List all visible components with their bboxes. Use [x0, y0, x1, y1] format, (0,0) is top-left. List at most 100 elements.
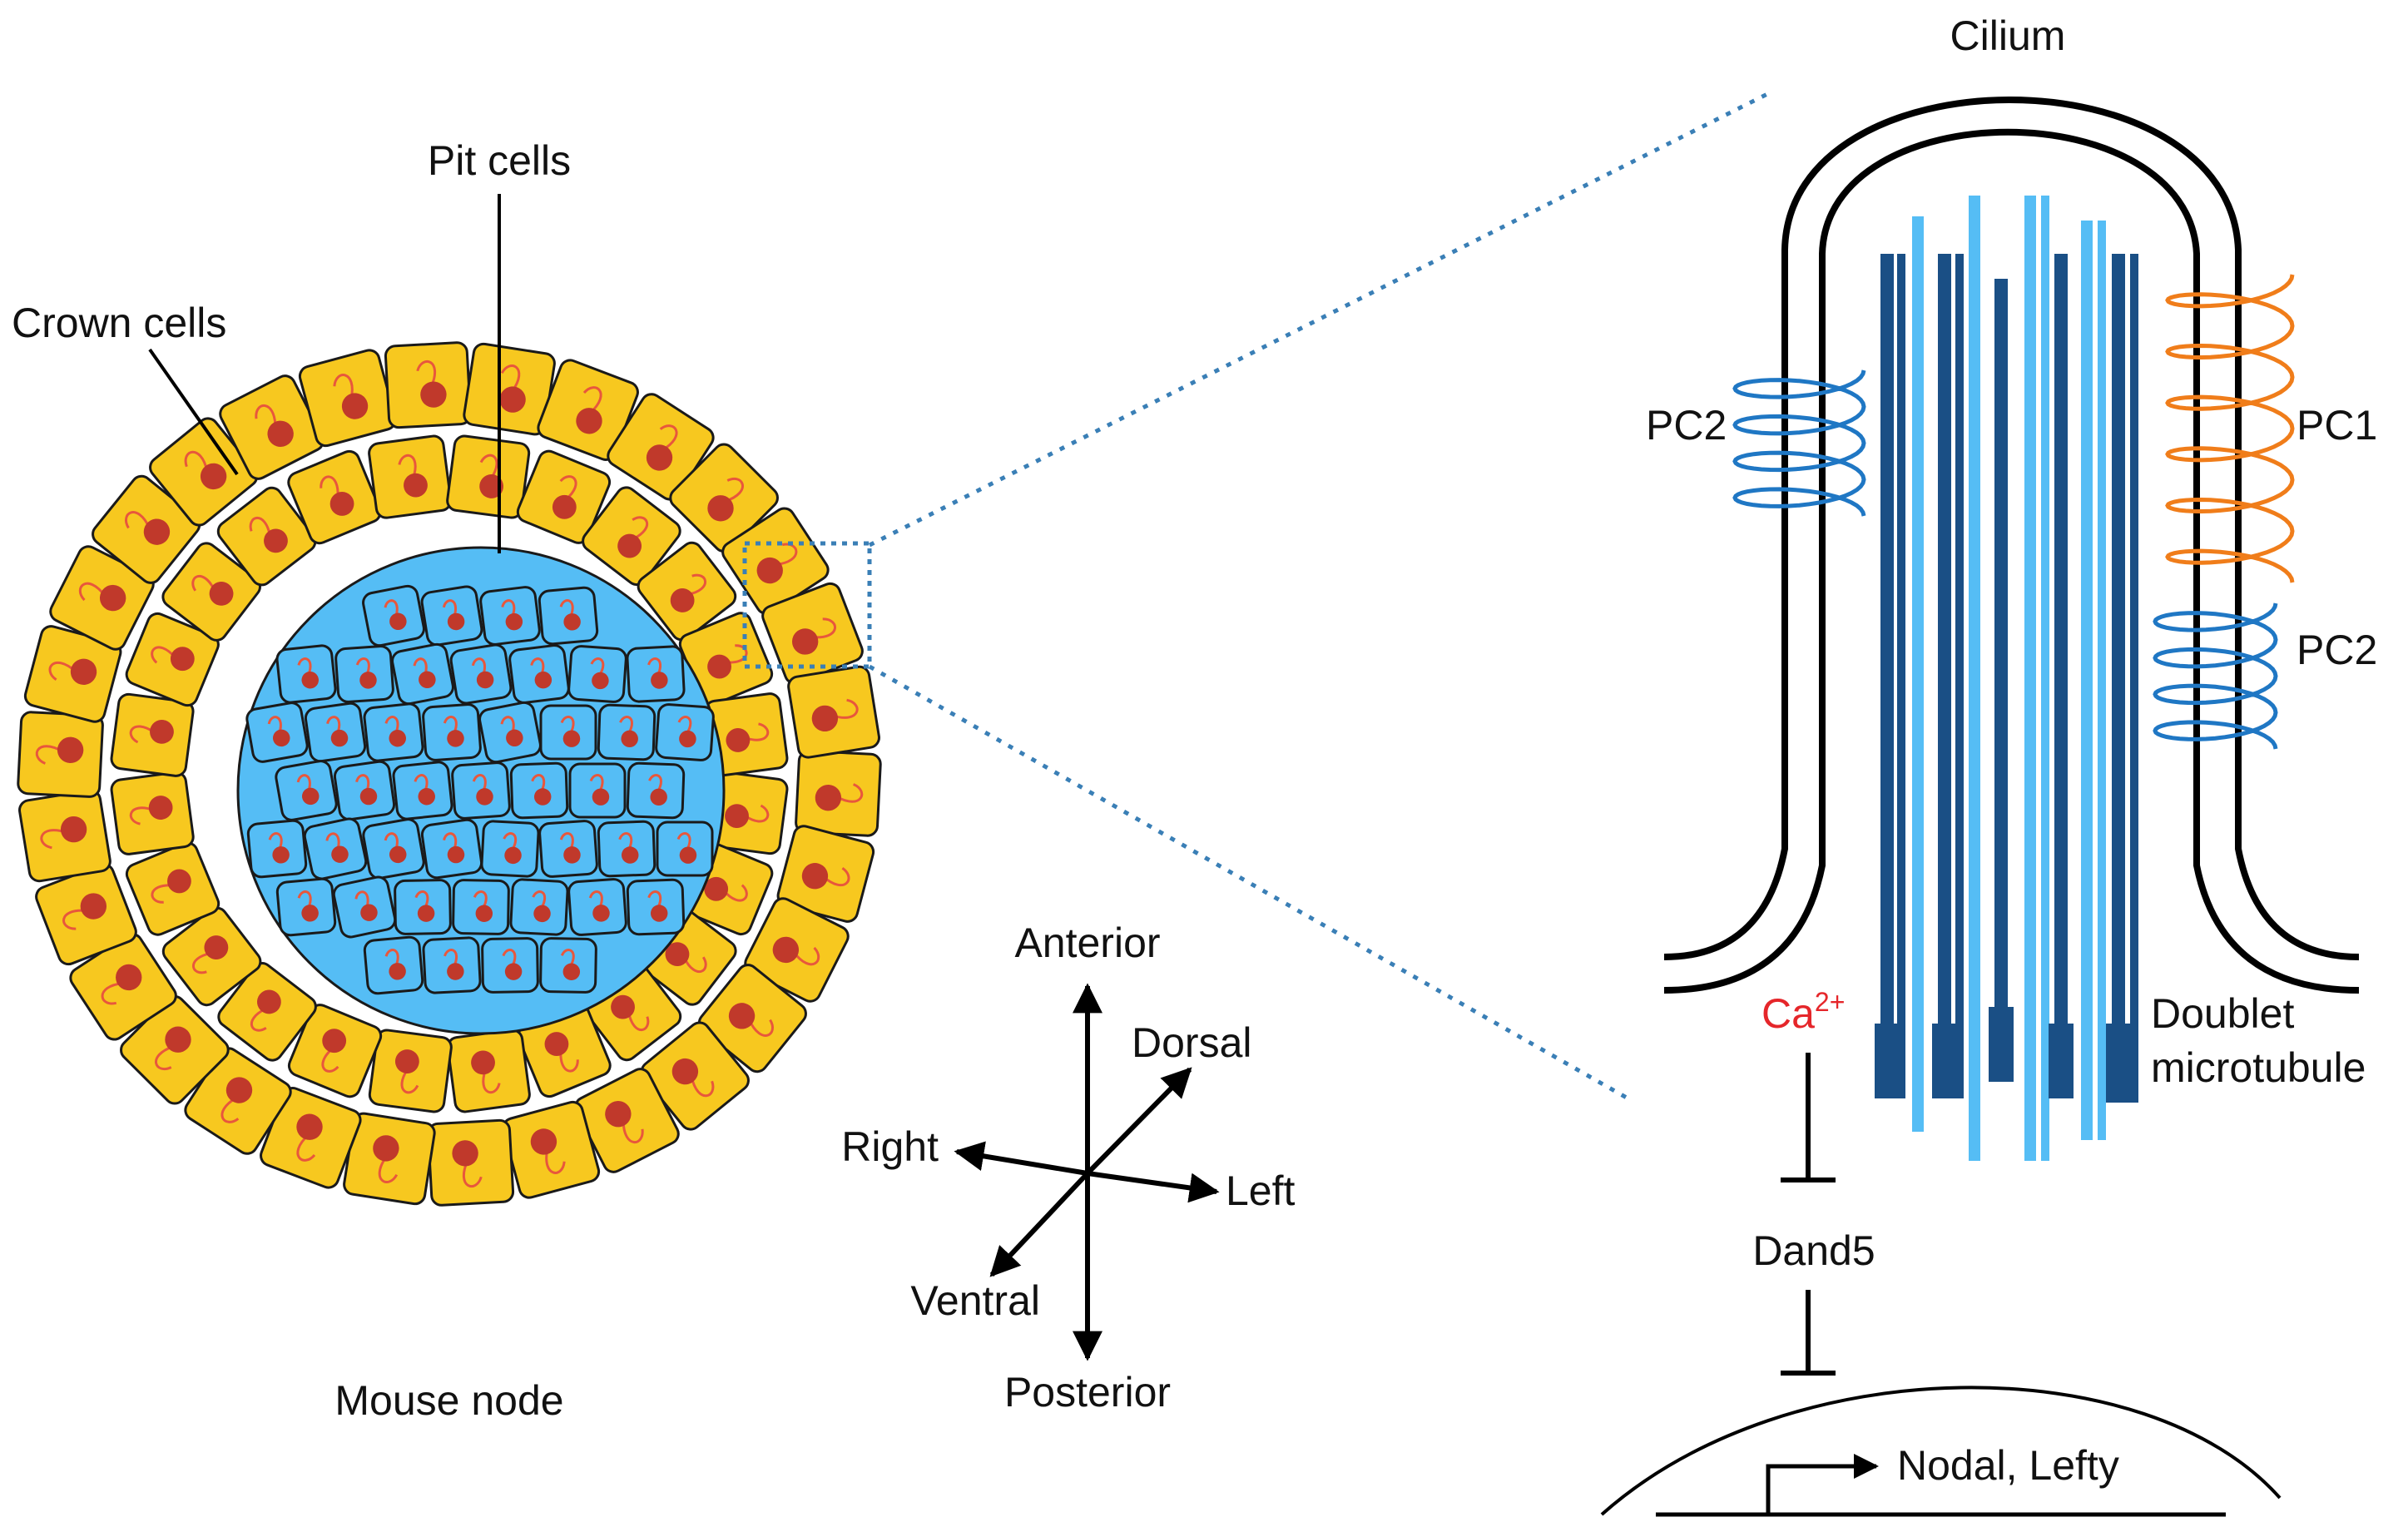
- pit-cell: [422, 936, 482, 994]
- right-arrow: [954, 1141, 1088, 1176]
- cell-cilium: [78, 582, 107, 602]
- cell-cilium: [413, 657, 428, 676]
- cell-cilium: [40, 829, 67, 850]
- crown-cell: [795, 750, 882, 837]
- cell-cilium: [151, 646, 176, 664]
- cell-nucleus: [726, 728, 751, 752]
- cell-nucleus: [296, 1113, 323, 1140]
- crown-cell: [216, 486, 317, 587]
- cell-cilium: [325, 832, 340, 850]
- pit-cell: [597, 703, 657, 761]
- cell-cilium: [155, 1045, 174, 1070]
- cell-cilium: [250, 1007, 267, 1032]
- cell-cilium: [220, 1097, 240, 1123]
- cell-cilium: [686, 573, 706, 597]
- crown-cell: [149, 417, 259, 527]
- cell-cilium: [355, 774, 370, 792]
- crown-cell: [776, 825, 875, 923]
- cell-nucleus: [447, 612, 465, 631]
- cell-cilium: [151, 884, 173, 904]
- pit-cell: [539, 704, 597, 761]
- cell-cilium: [589, 774, 604, 792]
- cell-nucleus: [417, 905, 435, 922]
- cell-cilium: [297, 890, 312, 909]
- pit-cell: [391, 642, 454, 706]
- pit-cell: [275, 760, 338, 821]
- crown-cell: [582, 486, 681, 586]
- cell-cilium: [443, 949, 458, 967]
- cell-nucleus: [562, 730, 581, 747]
- cell-cilium: [743, 804, 770, 823]
- pit-cell: [626, 878, 686, 936]
- pit-cell: [538, 586, 599, 646]
- cell-nucleus: [592, 788, 610, 806]
- cell-cilium: [321, 1047, 339, 1073]
- cell-cilium: [792, 946, 820, 966]
- cell-cilium: [745, 722, 770, 741]
- ventral-arrow: [989, 1171, 1090, 1277]
- cell-cilium: [129, 806, 154, 825]
- cell-cilium: [462, 1160, 483, 1188]
- cell-nucleus: [704, 876, 729, 901]
- cell-cilium: [832, 698, 859, 719]
- basal-body-block: [1989, 1007, 2014, 1082]
- cell-nucleus: [665, 942, 690, 967]
- crown-cell: [368, 1029, 453, 1113]
- cell-cilium: [560, 716, 575, 734]
- cell-nucleus: [679, 846, 697, 864]
- pit-cell: [538, 820, 598, 878]
- cell-nucleus: [475, 905, 493, 922]
- cell-nucleus: [200, 463, 227, 490]
- cell-nucleus: [552, 494, 577, 519]
- pit-cell: [394, 879, 452, 935]
- crown-cell: [384, 341, 472, 429]
- cell-nucleus: [359, 672, 377, 689]
- cell-cilium: [384, 832, 399, 850]
- cell-cilium: [416, 359, 437, 388]
- ciliary-membrane-inner: [1663, 128, 2360, 994]
- crown-cell: [721, 507, 830, 615]
- cell-cilium: [647, 890, 662, 909]
- cell-cilium: [559, 1050, 579, 1073]
- crown-cell: [446, 1029, 531, 1113]
- nodal-lefty-label: Nodal, Lefty: [1897, 1442, 2119, 1489]
- pit-cell: [332, 875, 397, 939]
- transcription-arrow: [1766, 1454, 1879, 1515]
- cell-nucleus: [479, 474, 504, 498]
- basal-body-block: [1875, 1024, 1900, 1098]
- cell-nucleus: [562, 963, 581, 980]
- crown-cell: [368, 434, 453, 519]
- cell-nucleus: [116, 964, 142, 991]
- cell-cilium: [748, 1019, 774, 1037]
- cell-nucleus: [70, 658, 97, 685]
- microtubule: [2081, 221, 2093, 1140]
- cell-cilium: [500, 716, 515, 734]
- cell-nucleus: [167, 869, 191, 894]
- cell-nucleus: [150, 719, 174, 744]
- cell-cilium: [775, 543, 798, 567]
- cell-nucleus: [301, 787, 320, 806]
- basal-body-block: [2106, 1024, 2131, 1103]
- cell-cilium: [559, 832, 574, 850]
- cell-nucleus: [264, 528, 288, 553]
- crown-cell: [427, 1118, 515, 1207]
- cell-cilium: [822, 866, 850, 887]
- cell-nucleus: [225, 1077, 253, 1103]
- crown-cell: [697, 964, 807, 1073]
- crown-cells-leader: [148, 348, 239, 476]
- pit-cell: [655, 703, 715, 761]
- left-arrow: [1087, 1171, 1220, 1203]
- cell-cilium: [632, 516, 649, 541]
- cilium: [1663, 97, 2360, 1161]
- cell-nucleus: [621, 730, 638, 748]
- basal-body-block: [1932, 1024, 1957, 1098]
- pit-cell: [479, 586, 541, 646]
- cell-cilium: [677, 716, 692, 735]
- cell-nucleus: [447, 845, 465, 864]
- cell-nucleus: [563, 846, 581, 864]
- pit-cell: [304, 702, 367, 763]
- cell-nucleus: [530, 1128, 557, 1155]
- cell-nucleus: [576, 408, 602, 434]
- crown-cell: [17, 711, 104, 798]
